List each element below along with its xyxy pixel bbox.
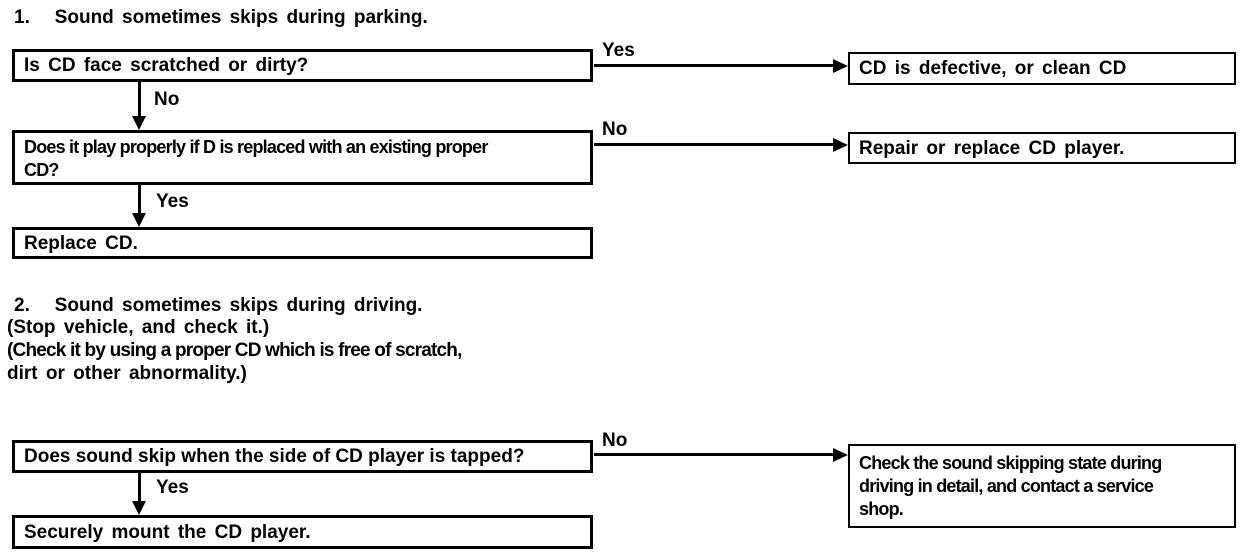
node-text-line: Does sound skip when the side of CD play… <box>24 446 525 467</box>
result-repair-or-replace-player: Repair or replace CD player. <box>848 132 1236 164</box>
connector-yes-1 <box>594 64 835 67</box>
node-text-line: CD? <box>24 160 59 180</box>
arrowhead-down-icon <box>132 213 146 227</box>
result-cd-defective-or-clean: CD is defective, or clean CD <box>848 52 1236 85</box>
arrowhead-right-icon <box>833 59 848 73</box>
connector-no-3 <box>594 453 835 456</box>
connector-yes-3 <box>138 473 141 502</box>
arrowhead-down-icon <box>132 501 146 515</box>
edge-label-yes-1: Yes <box>602 40 635 61</box>
action-replace-cd: Replace CD. <box>12 227 593 259</box>
edge-label-no-1: No <box>154 89 180 110</box>
decision-cd-face-scratched: Is CD face scratched or dirty? <box>12 49 593 82</box>
arrowhead-down-icon <box>132 116 146 130</box>
section2-note-1: (Stop vehicle, and check it.) <box>7 317 270 338</box>
node-text-line: Replace CD. <box>24 232 138 254</box>
arrowhead-right-icon <box>833 448 848 462</box>
node-text-line: Does it play properly if D is replaced w… <box>24 137 488 157</box>
section2-note-2: (Check it by using a proper CD which is … <box>7 340 462 361</box>
node-text-line: shop. <box>859 498 904 519</box>
edge-label-yes-3: Yes <box>156 477 189 498</box>
node-text-line: Is CD face scratched or dirty? <box>24 55 309 76</box>
edge-label-no-3: No <box>602 430 628 451</box>
node-text-line: Securely mount the CD player. <box>24 521 311 543</box>
connector-no-2 <box>594 143 835 146</box>
decision-sound-skip-when-tapped: Does sound skip when the side of CD play… <box>12 440 593 473</box>
section2-note-3: dirt or other abnormality.) <box>7 363 247 384</box>
result-check-skipping-contact-service: Check the sound skipping state during dr… <box>848 444 1236 528</box>
edge-label-yes-2: Yes <box>156 191 189 212</box>
connector-no-1 <box>138 82 141 117</box>
section1-title: 1. Sound sometimes skips during parking. <box>14 7 428 28</box>
section2-title: 2. Sound sometimes skips during driving. <box>14 295 423 316</box>
node-text-line: Repair or replace CD player. <box>859 137 1125 159</box>
action-securely-mount-player: Securely mount the CD player. <box>12 515 593 549</box>
node-text-line: driving in detail, and contact a service <box>859 475 1154 496</box>
edge-label-no-2: No <box>602 119 628 140</box>
decision-play-properly-with-proper-cd: Does it play properly if D is replaced w… <box>12 130 593 185</box>
connector-yes-2 <box>138 185 141 214</box>
node-text-line: Check the sound skipping state during <box>859 452 1162 473</box>
node-text-line: CD is defective, or clean CD <box>859 58 1127 79</box>
arrowhead-right-icon <box>833 138 848 152</box>
